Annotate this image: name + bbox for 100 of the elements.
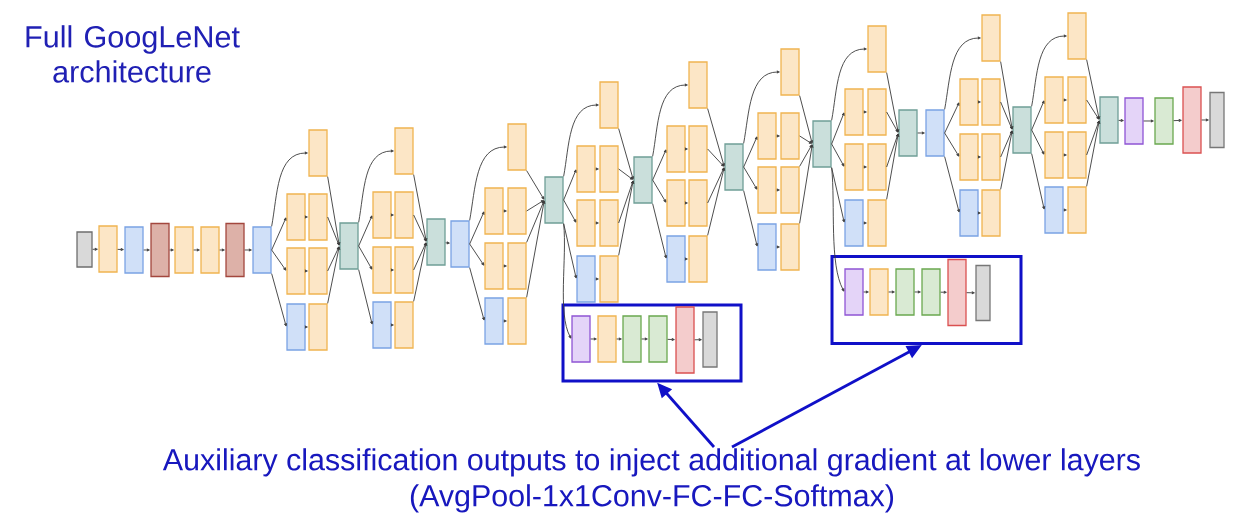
arrow xyxy=(563,223,578,279)
arrow xyxy=(327,176,341,246)
arrow xyxy=(863,110,867,114)
arrow xyxy=(143,248,150,252)
layer-box xyxy=(200,226,220,274)
layer-box xyxy=(959,189,979,237)
arrow xyxy=(641,337,648,341)
layer-box xyxy=(124,226,144,274)
arrow xyxy=(1000,61,1014,130)
arrow xyxy=(327,246,340,272)
layer-box xyxy=(372,191,392,239)
layer-box xyxy=(688,125,708,173)
layer-box xyxy=(688,61,708,109)
arrow xyxy=(684,201,688,205)
layer-box xyxy=(599,255,619,303)
arrow xyxy=(390,323,394,327)
layer-box xyxy=(286,247,306,295)
arrow xyxy=(1143,119,1154,123)
arrow xyxy=(1063,208,1067,212)
arrow xyxy=(652,149,667,181)
layer-box xyxy=(666,235,686,283)
layer-box xyxy=(921,268,941,316)
arrow xyxy=(863,290,869,294)
layer-box xyxy=(688,179,708,227)
layer-box xyxy=(688,235,708,283)
arrow xyxy=(977,155,981,159)
layer-box xyxy=(757,223,777,271)
arrow xyxy=(1000,130,1014,190)
arrow xyxy=(831,112,845,145)
layer-box xyxy=(174,226,194,274)
arrow xyxy=(1086,59,1101,120)
layer-box xyxy=(666,179,686,227)
layer-box xyxy=(780,166,800,214)
layer-box xyxy=(867,88,887,136)
arrow xyxy=(888,290,895,294)
arrow xyxy=(707,167,725,236)
layer-box xyxy=(450,220,470,268)
arrow xyxy=(1086,120,1101,187)
arrow xyxy=(1031,153,1046,210)
arrow xyxy=(977,100,981,104)
arrow xyxy=(707,148,725,167)
arrow xyxy=(652,203,667,259)
layer-box xyxy=(372,246,392,294)
layer-box xyxy=(394,246,414,294)
layer-box xyxy=(286,193,306,241)
layer-box xyxy=(1044,131,1064,179)
layer-box xyxy=(1067,76,1087,124)
layer-box xyxy=(339,222,359,270)
layer-box xyxy=(981,14,1001,62)
arrow xyxy=(1031,34,1067,107)
arrow xyxy=(327,216,340,246)
layer-box xyxy=(308,247,328,295)
arrow xyxy=(886,72,900,133)
arrow xyxy=(886,133,899,168)
layer-box xyxy=(576,255,596,303)
arrow xyxy=(526,200,544,212)
arrow xyxy=(917,131,925,135)
arrow xyxy=(743,70,780,144)
layer-box xyxy=(895,268,915,316)
arrow xyxy=(469,145,507,221)
arrow xyxy=(304,269,308,273)
arrow xyxy=(563,169,577,201)
arrow xyxy=(526,200,546,298)
layer-box xyxy=(844,88,864,136)
layer-box xyxy=(1067,12,1087,60)
arrow xyxy=(1086,99,1100,120)
arrow xyxy=(304,325,308,329)
arrow xyxy=(358,215,373,247)
arrow xyxy=(667,338,675,341)
layer-box xyxy=(597,315,617,363)
layer-box xyxy=(959,78,979,126)
layer-box xyxy=(576,145,596,193)
layer-box xyxy=(633,156,653,204)
arrow xyxy=(831,47,867,121)
layer-box xyxy=(150,222,170,278)
arrow xyxy=(563,103,599,177)
arrow xyxy=(562,223,572,339)
arrow xyxy=(413,242,428,302)
layer-box xyxy=(484,187,504,235)
arrow xyxy=(595,167,599,171)
layer-box xyxy=(1044,186,1064,234)
arrow xyxy=(863,165,867,169)
arrow xyxy=(799,144,813,167)
layer-box xyxy=(780,223,800,271)
layer-box xyxy=(426,218,446,266)
layer-box xyxy=(812,120,832,168)
arrow xyxy=(503,209,507,213)
layer-box xyxy=(571,315,591,363)
layer-box xyxy=(844,199,864,247)
layer-box xyxy=(98,225,118,273)
layer-box xyxy=(702,311,718,368)
layer-box xyxy=(1154,97,1174,145)
arrow xyxy=(117,248,124,251)
layer-box xyxy=(780,48,800,96)
layer-box xyxy=(372,301,392,349)
layer-box xyxy=(599,145,619,193)
arrow xyxy=(1000,130,1013,158)
layer-box xyxy=(844,268,864,316)
arrow xyxy=(413,242,427,271)
arrow xyxy=(618,180,634,224)
